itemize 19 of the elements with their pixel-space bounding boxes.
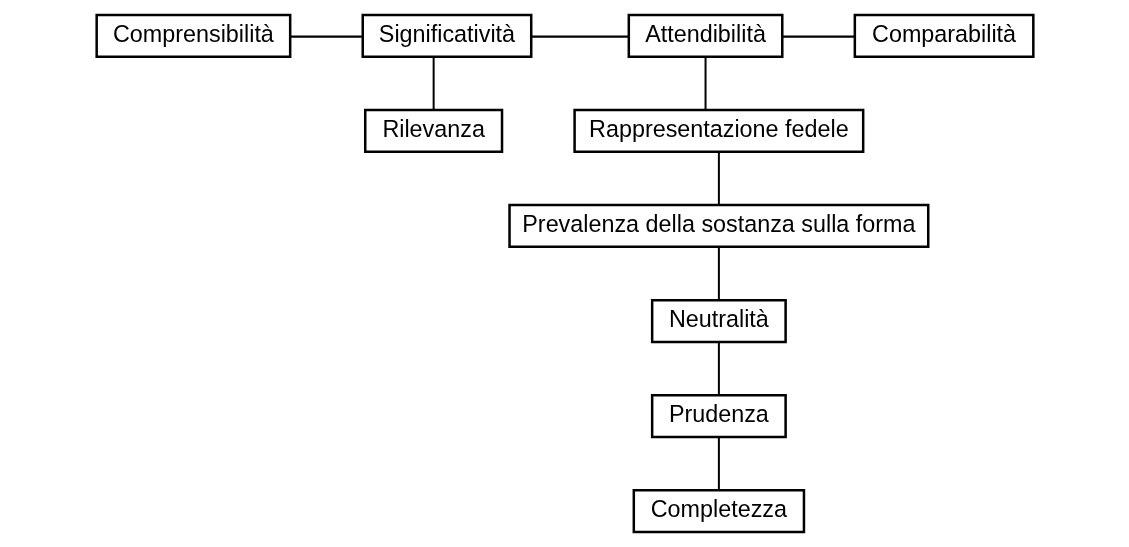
node-box: Completezza (632, 489, 805, 534)
connector (717, 246, 720, 301)
connector (717, 151, 720, 206)
node-box: Comparabilità (853, 13, 1035, 58)
connector (530, 35, 630, 38)
node-box: Rappresentazione fedele (572, 108, 864, 153)
node-box: Prudenza (650, 394, 787, 439)
connector (780, 35, 856, 38)
node-box: Comprensibilità (94, 13, 291, 58)
node-box: Rilevanza (363, 108, 503, 153)
connector (432, 55, 435, 111)
connector (704, 55, 707, 111)
connector (717, 436, 720, 492)
node-box: Prevalenza della sostanza sulla forma (507, 203, 929, 249)
node-box: Neutralità (650, 298, 787, 344)
node-box: Significatività (361, 13, 532, 58)
connector (717, 341, 720, 397)
connector (289, 35, 363, 38)
node-box: Attendibilità (627, 13, 783, 58)
